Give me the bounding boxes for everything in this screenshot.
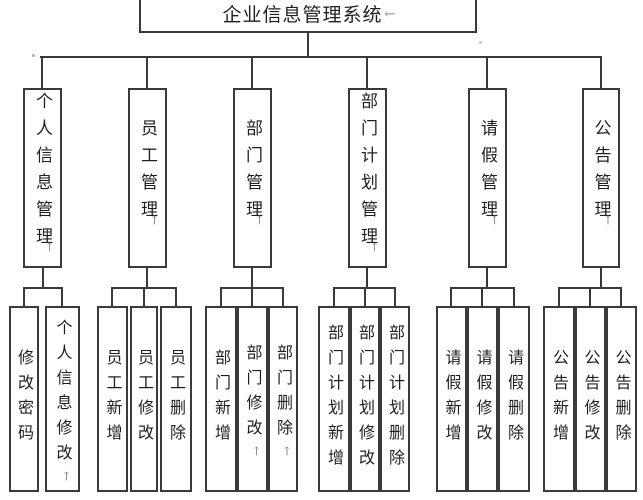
root-label: 企业信息管理系统 (222, 4, 383, 26)
node-employee-management: 员工管理← (128, 88, 167, 268)
connector-stub (513, 287, 515, 306)
leaf-label: 公告新增 (550, 349, 569, 449)
leaf-change-password: 修改密码 (9, 306, 39, 492)
connector-stub (220, 287, 222, 306)
connector-parent-vline (42, 268, 44, 287)
leaf-announcement-add: 公告新增 (543, 306, 575, 492)
leaf-department-plan-delete: 部门计划删除 (380, 306, 410, 492)
leaf-label: 员工新增 (103, 349, 123, 449)
paragraph-mark-icon: ← (384, 7, 396, 22)
leaf-label: 请假删除 (505, 349, 524, 449)
connector-stub (620, 287, 622, 306)
paragraph-mark-icon: ← (147, 214, 162, 226)
node-leave-management: 请假管理← (468, 88, 507, 268)
node-root: 企业信息管理系统← (139, 0, 477, 33)
node-announcement-management: 公告管理← (582, 88, 620, 268)
leaf-personal-info-modify: 个人信息修改← (45, 306, 80, 492)
node-department-management: 部门管理← (233, 88, 272, 268)
leaf-department-delete: 部门删除← (268, 306, 298, 492)
connector-stub (450, 287, 452, 306)
leaf-label: 部门新增 (212, 349, 231, 449)
connector-stub (364, 287, 366, 306)
connector-parent-vline (251, 268, 253, 287)
connector-stub (251, 287, 253, 306)
paragraph-mark-icon: ← (249, 445, 264, 457)
leaf-label: 部门计划修改 (356, 324, 375, 474)
branch-label: 公告管理 (590, 118, 611, 227)
connector-stub (333, 287, 335, 306)
leaf-label: 部门计划新增 (325, 324, 344, 474)
leaf-leave-add: 请假新增 (436, 306, 467, 492)
paragraph-mark-icon: ← (280, 445, 294, 457)
connector-stub (558, 287, 560, 306)
leaf-employee-modify: 员工修改 (130, 306, 158, 492)
leaf-label: 部门删除 (274, 343, 293, 444)
connector-drop (366, 56, 368, 88)
connector-drop (486, 56, 488, 88)
leaf-department-modify: 部门修改← (237, 306, 268, 492)
paragraph-mark-icon: ← (487, 214, 502, 226)
leaf-label: 个人信息修改 (53, 318, 73, 469)
connector-group-hline (23, 287, 63, 289)
connector-stub (143, 287, 145, 306)
branch-label: 个人信息管理 (32, 91, 52, 254)
leaf-leave-delete: 请假删除 (498, 306, 530, 492)
connector-stub (23, 287, 25, 306)
connector-stub (175, 287, 177, 306)
connector-stub (111, 287, 113, 306)
paragraph-mark-icon: ← (601, 214, 615, 226)
connector-stub (61, 287, 63, 306)
leaf-label: 请假新增 (442, 349, 462, 449)
connector-drop (600, 56, 602, 88)
connector-stub (481, 287, 483, 306)
anchor-artifact-dot (32, 54, 35, 57)
leaf-department-plan-add: 部门计划新增 (318, 306, 350, 492)
leaf-announcement-delete: 公告删除 (606, 306, 637, 492)
leaf-label: 请假修改 (473, 349, 493, 449)
connector-parent-vline (146, 268, 148, 287)
leaf-leave-modify: 请假修改 (467, 306, 498, 492)
node-personal-info-management: 个人信息管理← (23, 88, 62, 268)
node-department-plan-management: 部门计划管理← (348, 88, 387, 268)
leaf-announcement-modify: 公告修改 (575, 306, 606, 492)
leaf-employee-delete: 员工删除 (160, 306, 192, 492)
connector-drop (146, 56, 148, 88)
connector-parent-vline (486, 268, 488, 287)
paragraph-mark-icon: ← (252, 214, 267, 226)
branch-label: 请假管理 (477, 118, 497, 227)
paragraph-mark-icon: ← (42, 241, 57, 253)
connector-main-hline (40, 56, 602, 58)
leaf-label: 公告修改 (581, 349, 601, 449)
leaf-label: 部门计划删除 (386, 324, 405, 474)
connector-drop (41, 56, 43, 88)
leaf-label: 员工删除 (167, 349, 186, 449)
paragraph-mark-icon: ← (59, 470, 74, 482)
leaf-label: 员工修改 (135, 349, 154, 449)
branch-label: 部门管理 (242, 118, 262, 227)
leaf-label: 修改密码 (15, 349, 34, 449)
anchor-artifact-dot (479, 41, 482, 44)
leaf-label: 公告删除 (612, 349, 632, 449)
branch-label: 部门计划管理 (357, 91, 377, 254)
leaf-department-plan-modify: 部门计划修改 (350, 306, 380, 492)
branch-label: 员工管理 (137, 118, 157, 227)
leaf-department-add: 部门新增 (205, 306, 237, 492)
connector-root-vline (307, 33, 309, 56)
paragraph-mark-icon: ← (367, 241, 382, 253)
leaf-employee-add: 员工新增 (97, 306, 128, 492)
connector-parent-vline (366, 268, 368, 287)
connector-parent-vline (600, 268, 602, 287)
connector-stub (282, 287, 284, 306)
leaf-label: 部门修改 (243, 343, 263, 444)
connector-stub (394, 287, 396, 306)
connector-drop (251, 56, 253, 88)
connector-stub (589, 287, 591, 306)
